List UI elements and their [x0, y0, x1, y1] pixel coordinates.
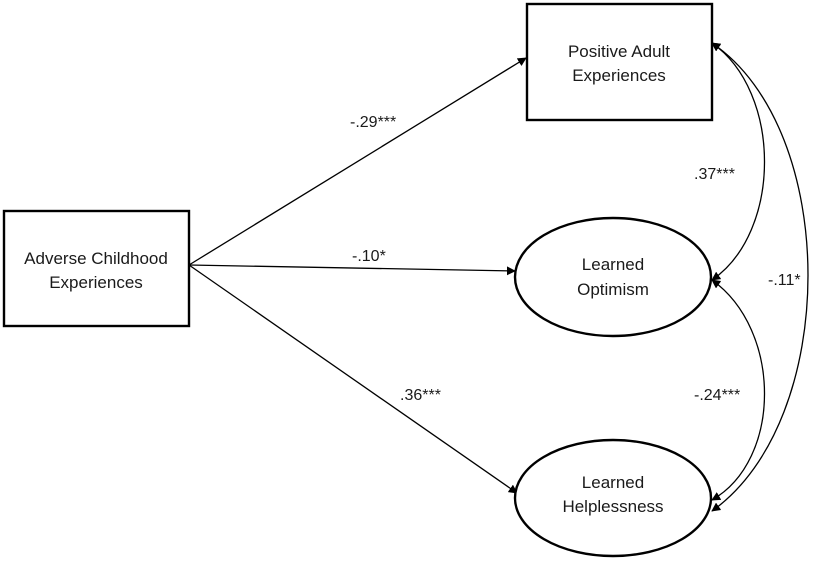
path-ace-to-pae: [188, 57, 527, 266]
path-ace-to-optimism: [188, 264, 516, 276]
coefficient-ace-pae: -.29***: [350, 114, 396, 131]
node-optimism-line1: Learned: [582, 255, 644, 274]
covariance-label-pae-optimism: .37***: [694, 166, 735, 183]
covariance-pae-helplessness: [711, 42, 809, 512]
node-pae-line1: Positive Adult: [568, 42, 670, 61]
node-optimism-line2: Optimism: [577, 280, 649, 299]
node-learned-optimism: Learned Optimism: [513, 216, 713, 338]
node-helplessness-line2: Helplessness: [562, 497, 663, 516]
coefficient-ace-helplessness: .36***: [400, 387, 441, 404]
node-ace-line1: Adverse Childhood: [24, 249, 168, 268]
covariance-label-optimism-helplessness: -.24***: [694, 387, 740, 404]
node-helplessness-line1: Learned: [582, 473, 644, 492]
covariance-pae-optimism: [711, 42, 766, 281]
node-adverse-childhood-experiences: Adverse Childhood Experiences: [2, 209, 191, 328]
node-ace-line2: Experiences: [49, 273, 143, 292]
covariance-label-pae-helplessness: -.11*: [768, 272, 801, 289]
covariance-optimism-helplessness: [711, 279, 766, 501]
node-positive-adult-experiences: Positive Adult Experiences: [525, 2, 714, 122]
path-ace-to-helplessness: [188, 264, 518, 494]
node-pae-line2: Experiences: [572, 66, 666, 85]
node-learned-helplessness: Learned Helplessness: [513, 438, 713, 558]
coefficient-ace-optimism: -.10*: [352, 248, 386, 265]
